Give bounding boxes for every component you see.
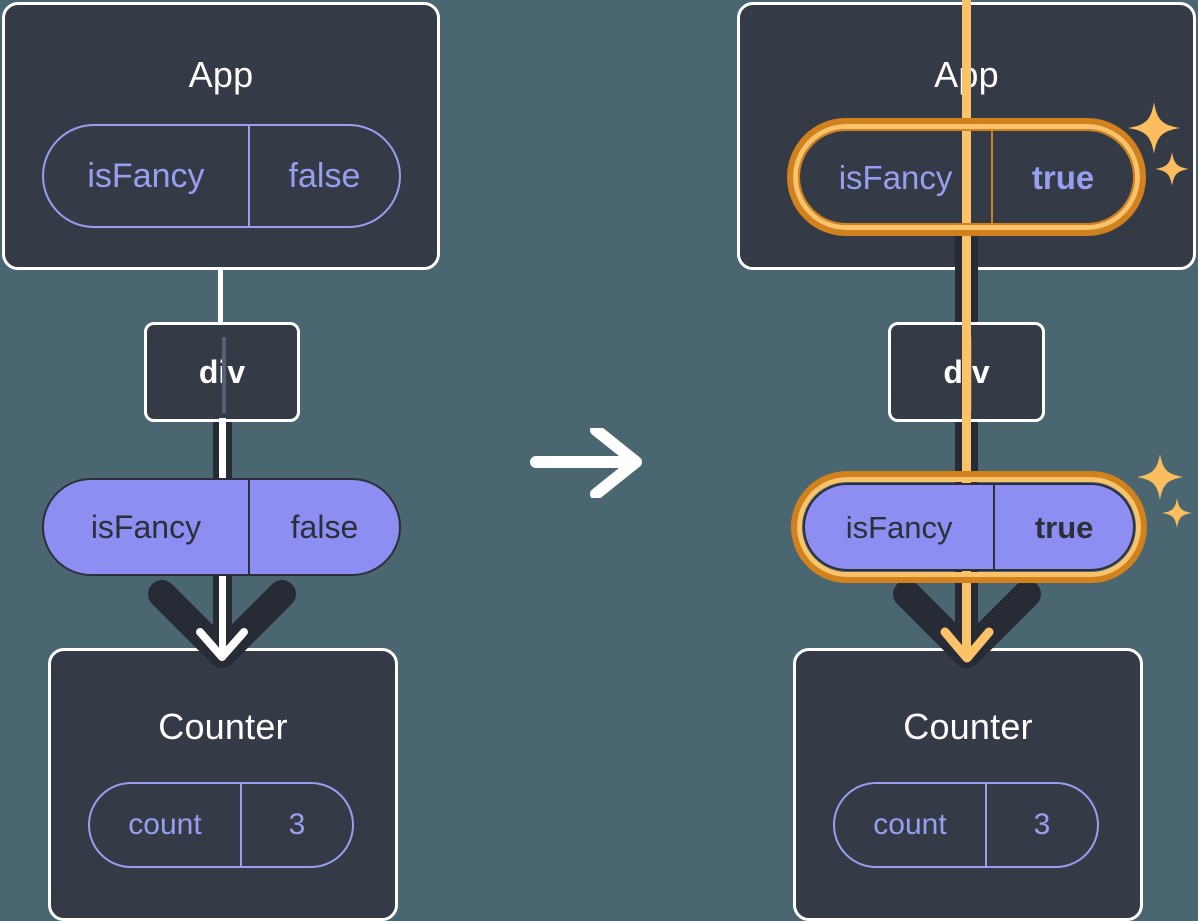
after-app-to-div-wire-left xyxy=(955,228,962,324)
after-app-state-key: isFancy xyxy=(800,131,994,223)
after-app-sparkle-icon xyxy=(1128,102,1189,186)
after-app-state-pill-highlight-inner xyxy=(793,124,1140,230)
before-prop-pill: isFancy false xyxy=(42,478,401,576)
before-app-to-div-wire xyxy=(218,228,223,324)
before-app-state-key: isFancy xyxy=(44,126,250,226)
after-div-to-pill-wire-left xyxy=(955,418,962,518)
after-prop-key: isFancy xyxy=(805,485,996,569)
after-app-state-value: true xyxy=(1031,158,1095,196)
after-inner-wire xyxy=(962,0,971,658)
before-div-inner-wire xyxy=(222,337,226,413)
before-counter-state-pill: count 3 xyxy=(88,782,354,868)
before-prop-value: false xyxy=(290,509,359,545)
after-div-to-pill-wire-right xyxy=(971,418,978,518)
before-div-label: div xyxy=(199,356,245,388)
after-counter-state-key: count xyxy=(835,784,987,866)
before-counter-title: Counter xyxy=(158,706,288,747)
before-div-to-pill-wire-right xyxy=(226,418,232,518)
after-prop-sparkle-icon xyxy=(1138,454,1192,528)
transition-arrow-right-icon xyxy=(530,428,642,498)
after-prop-pill: isFancy true xyxy=(803,483,1135,571)
before-div-box: div xyxy=(144,322,300,422)
after-counter-state-value: 3 xyxy=(1033,808,1051,841)
after-prop-pill-highlight-inner xyxy=(797,477,1141,577)
before-div-to-pill-wire-left xyxy=(213,418,219,518)
before-app-title: App xyxy=(188,54,254,95)
before-app-state-pill: isFancy false xyxy=(42,124,401,228)
after-app-to-div-wire-right xyxy=(971,228,978,324)
before-counter-state-key: count xyxy=(90,784,242,866)
before-prop-key: isFancy xyxy=(44,480,250,574)
after-counter-title: Counter xyxy=(903,706,1033,747)
after-app-state-pill-highlight-outer xyxy=(787,118,1146,236)
before-app-state-value: false xyxy=(288,157,361,195)
after-app-state-pill: isFancy true xyxy=(798,129,1135,225)
after-prop-value: true xyxy=(1034,509,1094,545)
after-counter-state-pill: count 3 xyxy=(833,782,1099,868)
before-counter-state-value: 3 xyxy=(288,808,306,841)
